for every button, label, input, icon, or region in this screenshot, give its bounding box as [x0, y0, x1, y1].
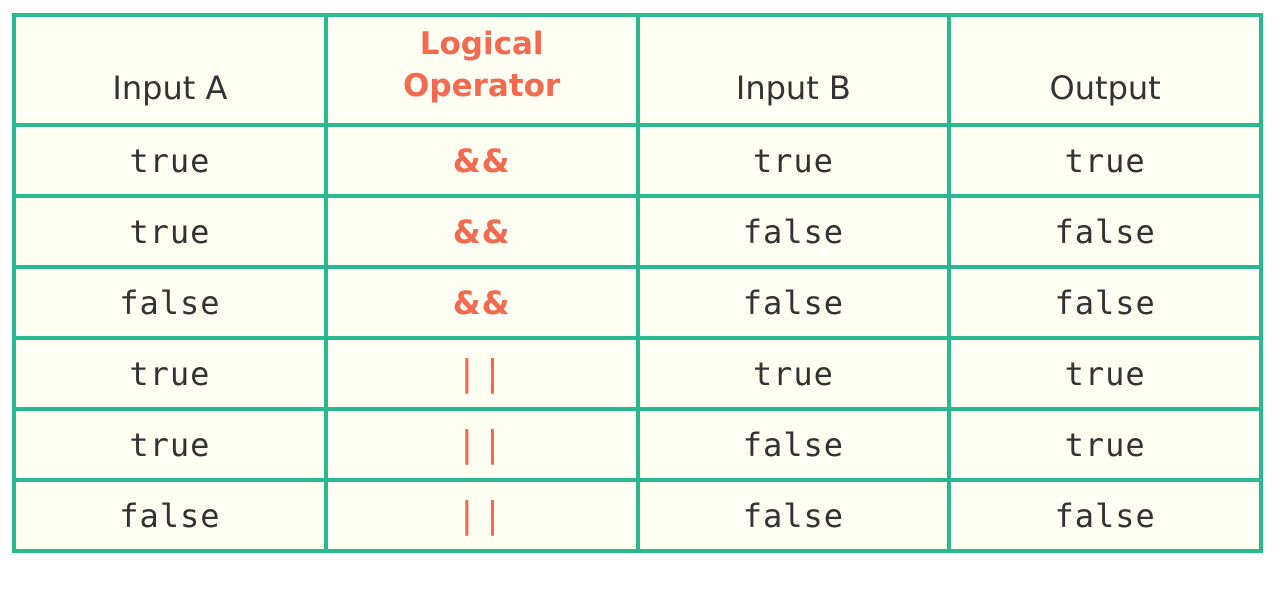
header-input-a: Input A	[12, 13, 328, 127]
cell-input-b: true	[635, 336, 952, 411]
cell-operator: &&	[323, 123, 640, 198]
cell-operator: ||	[323, 336, 640, 411]
cell-input-a: true	[12, 336, 328, 411]
cell-input-b: true	[635, 123, 952, 198]
cell-input-a: false	[12, 265, 328, 340]
cell-input-a: false	[12, 478, 328, 553]
header-input-b: Input B	[635, 13, 952, 127]
cell-output: false	[947, 265, 1263, 340]
cell-input-b: false	[635, 194, 952, 269]
cell-input-b: false	[635, 265, 952, 340]
table-row: true && false false	[12, 194, 1263, 269]
cell-operator: &&	[323, 194, 640, 269]
cell-output: true	[947, 123, 1263, 198]
cell-operator: ||	[323, 407, 640, 482]
header-operator-line1: Logical	[419, 26, 544, 62]
cell-input-a: true	[12, 407, 328, 482]
table-body: true && true true true && false false fa…	[12, 123, 1263, 553]
table-row: true && true true	[12, 123, 1263, 198]
cell-output: true	[947, 407, 1263, 482]
cell-output: true	[947, 336, 1263, 411]
cell-operator: &&	[323, 265, 640, 340]
cell-output: false	[947, 478, 1263, 553]
cell-input-a: true	[12, 194, 328, 269]
header-output: Output	[947, 13, 1263, 127]
table-row: true || false true	[12, 407, 1263, 482]
cell-input-b: false	[635, 407, 952, 482]
cell-input-a: true	[12, 123, 328, 198]
cell-input-b: false	[635, 478, 952, 553]
cell-operator: ||	[323, 478, 640, 553]
header-operator-line2: Operator	[403, 68, 561, 104]
table-row: true || true true	[12, 336, 1263, 411]
table-row: false || false false	[12, 478, 1263, 553]
cell-output: false	[947, 194, 1263, 269]
table-row: false && false false	[12, 265, 1263, 340]
